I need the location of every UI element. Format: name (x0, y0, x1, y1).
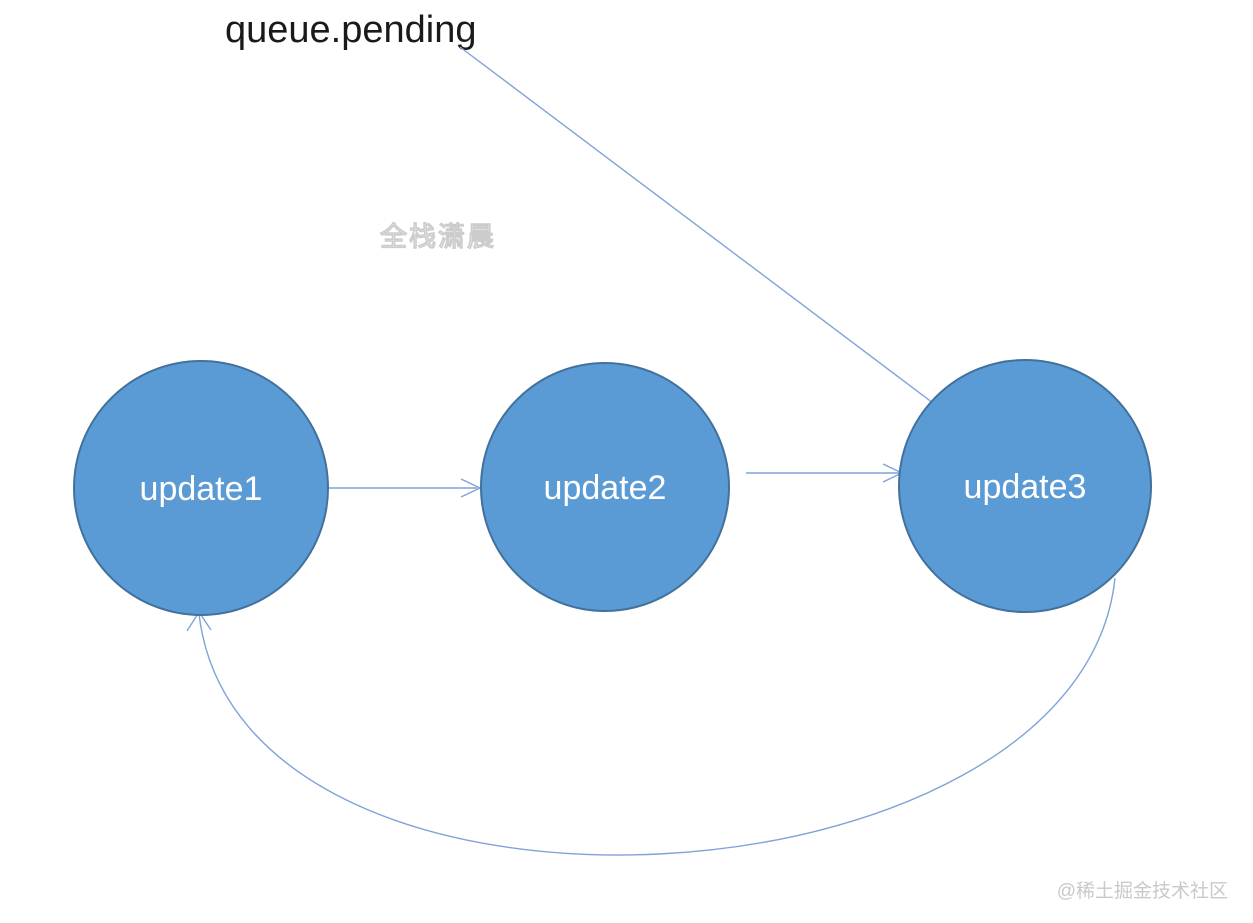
node-update2: update2 (480, 362, 730, 612)
pointer-label: queue.pending (225, 9, 476, 51)
node-circle (898, 359, 1152, 613)
curved-arrow-line (198, 577, 1116, 856)
arrow-update2-to-update3 (746, 463, 904, 483)
node-update1: update1 (73, 360, 329, 616)
node-label: update2 (544, 469, 667, 507)
node-label: update1 (140, 470, 263, 508)
arrow-update1-to-update2 (329, 478, 482, 498)
pointer-line-queuepending-to-update3 (459, 46, 934, 404)
watermark-author: 全栈潇晨 (379, 221, 496, 252)
node-circle (480, 362, 730, 612)
node-update3: update3 (898, 359, 1152, 613)
watermark-juejin: @稀土掘金技术社区 (1057, 880, 1228, 902)
node-circle (73, 360, 329, 616)
curved-arrow-update3-to-update1 (186, 577, 1116, 856)
node-label: update3 (964, 468, 1087, 506)
arrowhead-icon (460, 478, 482, 498)
